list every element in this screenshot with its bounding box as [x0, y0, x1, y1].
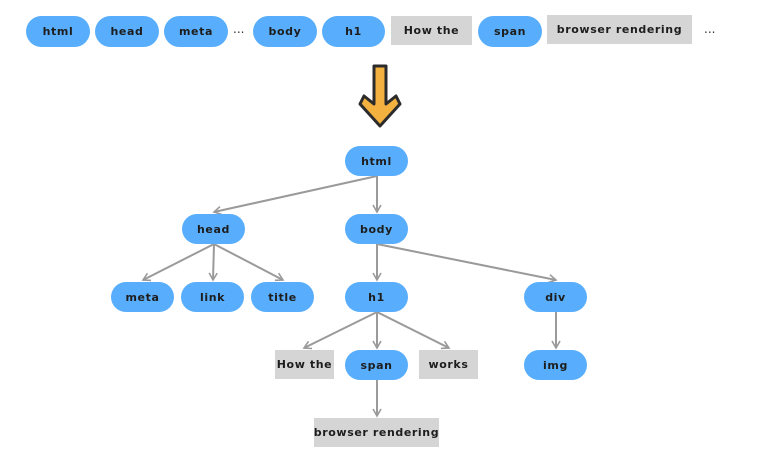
- edge-h1-works: [376, 311, 451, 350]
- tree-node-link: link: [181, 282, 244, 312]
- token-meta: meta: [164, 16, 228, 47]
- tree-node-title: title: [251, 282, 314, 312]
- edge-html-head: [212, 175, 378, 216]
- token-text-browser-rendering: browser rendering: [547, 15, 692, 44]
- edge-body-div: [376, 243, 558, 284]
- edge-h1-howthe: [302, 311, 378, 350]
- edge-head-link: [208, 243, 218, 282]
- tree-node-div: div: [524, 282, 587, 312]
- token-head: head: [95, 16, 159, 47]
- tree-node-span: span: [345, 350, 408, 380]
- tree-text-browser-rendering: browser rendering: [314, 418, 439, 447]
- down-arrow-icon: [358, 64, 402, 128]
- edge-head-meta: [141, 243, 215, 282]
- token-body: body: [253, 16, 317, 47]
- edge-head-title: [213, 243, 285, 282]
- tree-node-h1: h1: [345, 282, 408, 312]
- token-ellipsis: ...: [233, 22, 245, 36]
- token-html: html: [26, 16, 90, 47]
- token-ellipsis-end: ...: [704, 22, 716, 36]
- token-text-how-the: How the: [391, 16, 472, 45]
- tree-node-body: body: [345, 214, 408, 244]
- tree-text-how-the: How the: [275, 350, 334, 379]
- tree-node-head: head: [182, 214, 245, 244]
- token-span: span: [478, 16, 542, 47]
- token-h1: h1: [322, 16, 385, 47]
- tree-node-img: img: [524, 350, 587, 380]
- tree-node-meta: meta: [111, 282, 174, 312]
- tree-text-works: works: [419, 350, 478, 379]
- tree-node-html: html: [345, 146, 408, 176]
